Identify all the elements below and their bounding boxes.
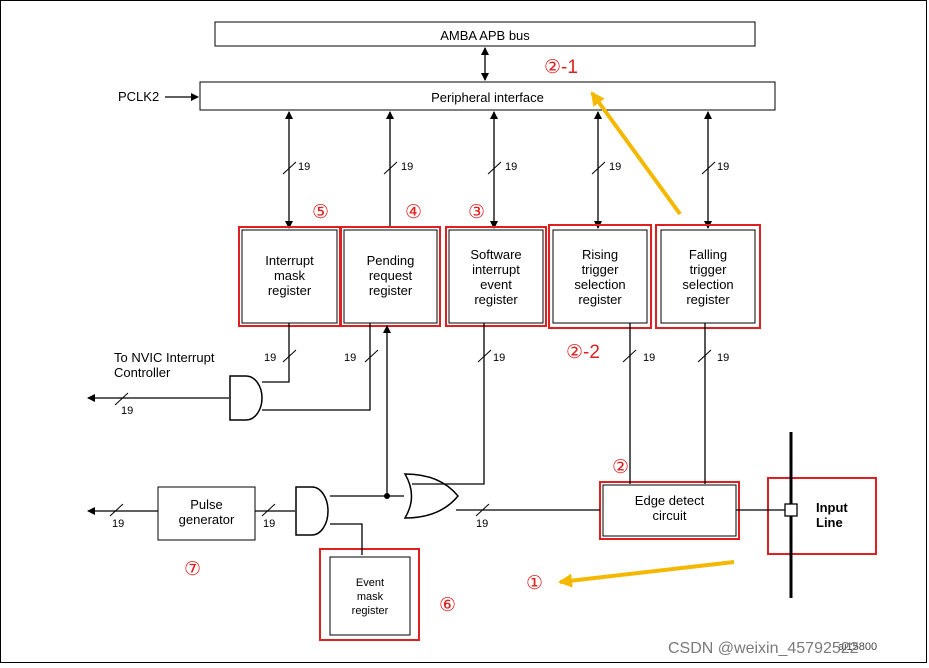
emr-label: Event mask register <box>351 577 389 617</box>
edge-detect-box <box>602 484 737 537</box>
swier-label: Software interrupt event register <box>470 247 522 307</box>
width-pr: 19 <box>401 161 414 173</box>
or-gate <box>403 473 459 519</box>
emr-to-and <box>330 523 363 555</box>
event-and-gate <box>295 486 329 536</box>
swier-box <box>448 229 544 324</box>
width-rtsr-out: 19 <box>643 352 656 364</box>
callout-4: ④ <box>405 202 423 223</box>
nvic-and-gate <box>229 375 263 421</box>
width-nvic-out: 19 <box>121 405 134 417</box>
rtsr-box <box>552 229 648 324</box>
clock-label: PCLK2 <box>118 89 160 104</box>
width-imr-out: 19 <box>264 352 277 364</box>
rtsr-label: Rising trigger selection register <box>574 247 626 307</box>
width-imr: 19 <box>298 161 311 173</box>
callout-1: ① <box>526 573 544 594</box>
input-line-label: Input Line <box>816 500 848 530</box>
ftsr-box <box>660 229 756 324</box>
amba-apb-bus-box <box>214 21 756 47</box>
width-swier: 19 <box>505 161 518 173</box>
imr-label: Interrupt mask register <box>265 253 314 298</box>
pr-to-and <box>262 323 371 411</box>
width-edge-out: 19 <box>476 518 489 530</box>
pulse-generator-box <box>157 486 256 541</box>
width-rtsr: 19 <box>609 161 622 173</box>
nvic-label: To NVIC Interrupt Controller <box>114 350 215 380</box>
width-pr-out: 19 <box>344 352 357 364</box>
figure-reference: ai15800 <box>838 641 878 653</box>
interface-label: Peripheral interface <box>431 90 544 105</box>
callout-2-2: ②-2 <box>566 342 600 363</box>
width-pulse-in: 19 <box>263 518 276 530</box>
callout-2-1: ②-1 <box>544 57 578 78</box>
width-swier-out: 19 <box>493 352 506 364</box>
bus-label: AMBA APB bus <box>440 28 530 43</box>
watermark: CSDN @weixin_45792522 <box>668 640 859 657</box>
callout-2: ② <box>612 457 630 478</box>
width-ftsr: 19 <box>717 161 730 173</box>
callout-3: ③ <box>468 202 486 223</box>
emr-box <box>329 556 411 636</box>
imr-to-and <box>262 323 290 383</box>
peripheral-interface-box <box>199 81 776 111</box>
pulse-generator-label: Pulse generator <box>178 497 235 527</box>
edge-detect-label: Edge detect circuit <box>634 493 705 523</box>
ftsr-label: Falling trigger selection register <box>682 247 734 307</box>
input-pad <box>784 503 798 517</box>
pr-box <box>343 229 438 324</box>
width-event-out: 19 <box>112 518 125 530</box>
imr-box <box>241 229 338 324</box>
annotation-arrow-2-1 <box>590 91 682 216</box>
callout-6: ⑥ <box>439 595 457 616</box>
annotation-arrow-1 <box>558 560 735 588</box>
width-ftsr-out: 19 <box>717 352 730 364</box>
callout-7: ⑦ <box>184 559 202 580</box>
pr-label: Pending request register <box>366 253 415 298</box>
swier-to-or <box>412 323 485 485</box>
callout-5: ⑤ <box>312 202 330 223</box>
